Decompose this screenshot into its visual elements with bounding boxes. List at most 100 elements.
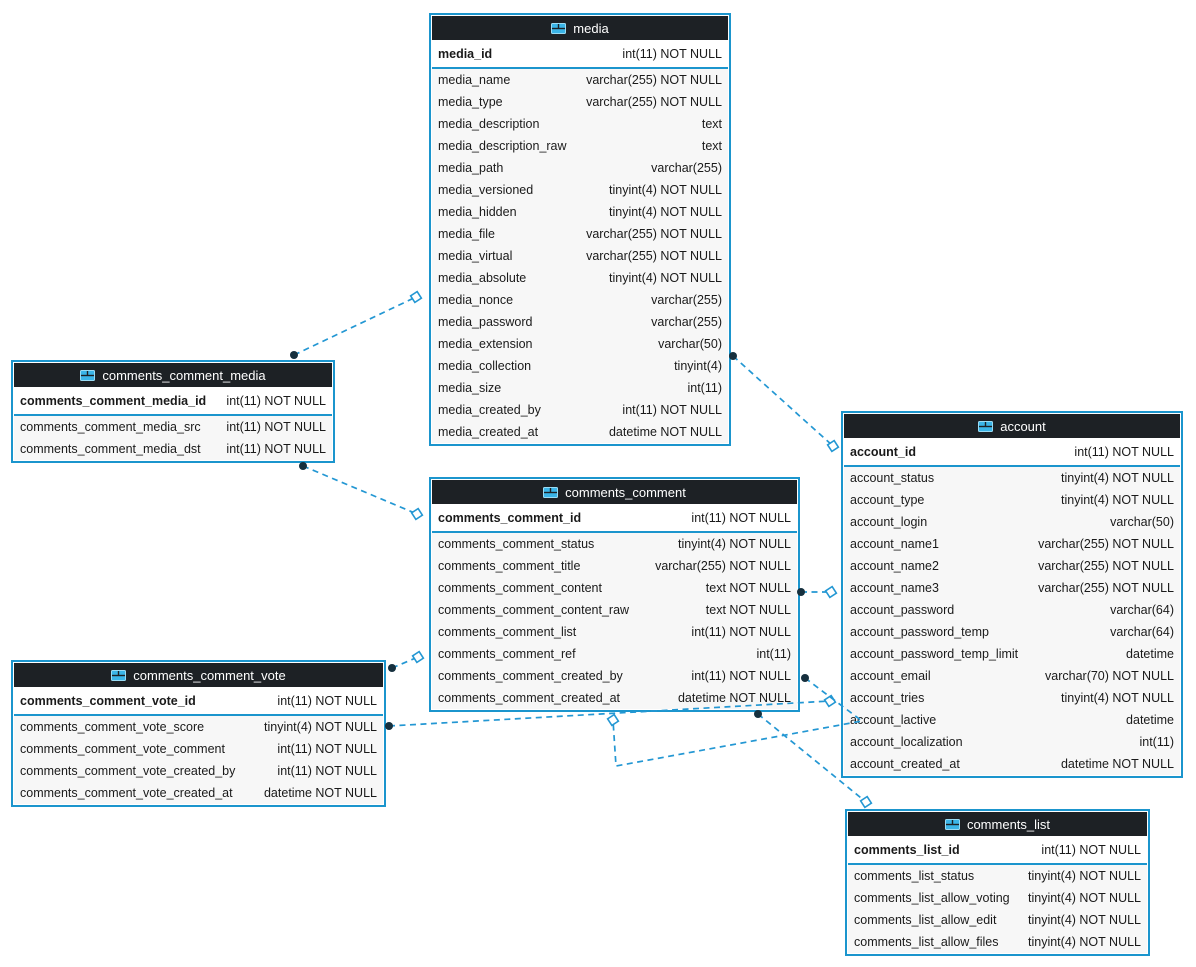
field-row[interactable]: account_password_temp varchar(64) [844,621,1180,643]
table-media[interactable]: media media_id int(11) NOT NULL media_na… [429,13,731,446]
field-row[interactable]: comments_comment_vote_score tinyint(4) N… [14,716,383,738]
field-type: text NOT NULL [705,603,791,617]
field-row[interactable]: account_name3 varchar(255) NOT NULL [844,577,1180,599]
pk-field-type: int(11) NOT NULL [691,511,791,525]
primary-key-row[interactable]: comments_comment_vote_id int(11) NOT NUL… [14,688,383,714]
relationship-comments_comment_media-to-comments_comment[interactable] [299,462,424,521]
referenced-end-diamond [824,585,838,599]
table-comments_list[interactable]: comments_list comments_list_id int(11) N… [845,809,1150,956]
table-fields: comments_list_status tinyint(4) NOT NULL… [848,865,1147,953]
field-row[interactable]: media_created_by int(11) NOT NULL [432,399,728,421]
field-row[interactable]: account_localization int(11) [844,731,1180,753]
field-row[interactable]: account_name2 varchar(255) NOT NULL [844,555,1180,577]
field-type: text NOT NULL [705,581,791,595]
field-row[interactable]: comments_comment_title varchar(255) NOT … [432,555,797,577]
field-row[interactable]: media_type varchar(255) NOT NULL [432,91,728,113]
field-row[interactable]: comments_list_allow_voting tinyint(4) NO… [848,887,1147,909]
primary-key-row[interactable]: comments_comment_id int(11) NOT NULL [432,505,797,531]
field-row[interactable]: comments_comment_content_raw text NOT NU… [432,599,797,621]
field-row[interactable]: comments_list_allow_files tinyint(4) NOT… [848,931,1147,953]
field-row[interactable]: comments_comment_ref int(11) [432,643,797,665]
field-row[interactable]: comments_comment_content text NOT NULL [432,577,797,599]
field-row[interactable]: comments_comment_created_at datetime NOT… [432,687,797,709]
field-row[interactable]: media_extension varchar(50) [432,333,728,355]
field-type: tinyint(4) NOT NULL [609,183,722,197]
field-row[interactable]: media_password varchar(255) [432,311,728,333]
field-type: datetime NOT NULL [1060,757,1174,771]
field-row[interactable]: comments_comment_created_by int(11) NOT … [432,665,797,687]
field-row[interactable]: comments_comment_vote_created_by int(11)… [14,760,383,782]
field-row[interactable]: account_tries tinyint(4) NOT NULL [844,687,1180,709]
field-row[interactable]: comments_comment_vote_comment int(11) NO… [14,738,383,760]
field-name: account_status [850,471,935,485]
field-row[interactable]: comments_comment_media_src int(11) NOT N… [14,416,332,438]
relationship-media-to-account[interactable] [729,352,840,453]
relationship-comments_comment-to-account[interactable] [797,585,838,599]
primary-key-row[interactable]: account_id int(11) NOT NULL [844,439,1180,465]
relationship-comments_comment-to-comments_list[interactable] [754,710,873,809]
field-row[interactable]: media_file varchar(255) NOT NULL [432,223,728,245]
field-row[interactable]: media_path varchar(255) [432,157,728,179]
field-row[interactable]: media_absolute tinyint(4) NOT NULL [432,267,728,289]
field-row[interactable]: media_virtual varchar(255) NOT NULL [432,245,728,267]
table-title: media [573,20,609,36]
field-row[interactable]: media_size int(11) [432,377,728,399]
primary-key-row[interactable]: comments_list_id int(11) NOT NULL [848,837,1147,863]
pk-separator [844,465,1180,467]
field-name: media_password [438,315,533,329]
field-row[interactable]: account_email varchar(70) NOT NULL [844,665,1180,687]
field-row[interactable]: comments_comment_media_dst int(11) NOT N… [14,438,332,460]
primary-key-row[interactable]: comments_comment_media_id int(11) NOT NU… [14,388,332,414]
table-comments_comment[interactable]: comments_comment comments_comment_id int… [429,477,800,712]
field-row[interactable]: media_versioned tinyint(4) NOT NULL [432,179,728,201]
field-row[interactable]: comments_list_allow_edit tinyint(4) NOT … [848,909,1147,931]
pk-field-type: int(11) NOT NULL [226,394,326,408]
table-icon [978,420,994,432]
field-row[interactable]: account_type tinyint(4) NOT NULL [844,489,1180,511]
referenced-end-diamond [410,507,424,521]
field-row[interactable]: media_collection tinyint(4) [432,355,728,377]
field-row[interactable]: media_description text [432,113,728,135]
field-row[interactable]: media_nonce varchar(255) [432,289,728,311]
field-row[interactable]: account_login varchar(50) [844,511,1180,533]
field-row[interactable]: media_name varchar(255) NOT NULL [432,69,728,91]
field-row[interactable]: account_name1 varchar(255) NOT NULL [844,533,1180,555]
field-row[interactable]: account_status tinyint(4) NOT NULL [844,467,1180,489]
field-type: tinyint(4) NOT NULL [1061,493,1174,507]
table-comments_comment_vote[interactable]: comments_comment_vote comments_comment_v… [11,660,386,807]
field-row[interactable]: comments_comment_status tinyint(4) NOT N… [432,533,797,555]
table-header[interactable]: comments_comment_media [14,363,332,387]
table-header[interactable]: account [844,414,1180,438]
field-row[interactable]: media_hidden tinyint(4) NOT NULL [432,201,728,223]
field-type: text [701,117,722,131]
table-comments_comment_media[interactable]: comments_comment_media comments_comment_… [11,360,335,463]
table-account[interactable]: account account_id int(11) NOT NULL acco… [841,411,1183,778]
field-row[interactable]: account_lactive datetime [844,709,1180,731]
field-row[interactable]: account_password varchar(64) [844,599,1180,621]
field-type: tinyint(4) NOT NULL [1061,471,1174,485]
field-name: media_path [438,161,504,175]
field-type: int(11) [687,381,722,395]
table-icon [80,369,96,381]
field-name: media_name [438,73,511,87]
relationship-comments_comment_media-to-media[interactable] [290,290,423,359]
table-header[interactable]: comments_comment [432,480,797,504]
field-type: varchar(70) NOT NULL [1045,669,1174,683]
primary-key-row[interactable]: media_id int(11) NOT NULL [432,41,728,67]
field-row[interactable]: comments_comment_vote_created_at datetim… [14,782,383,804]
table-header[interactable]: comments_comment_vote [14,663,383,687]
field-row[interactable]: media_created_at datetime NOT NULL [432,421,728,443]
field-row[interactable]: account_password_temp_limit datetime [844,643,1180,665]
table-header[interactable]: media [432,16,728,40]
relationship-comments_comment-to-comments_comment[interactable] [606,674,865,768]
referenced-end-diamond [859,795,873,809]
table-title: comments_list [966,816,1051,832]
field-name: media_versioned [438,183,534,197]
field-row[interactable]: account_created_at datetime NOT NULL [844,753,1180,775]
field-row[interactable]: media_description_raw text [432,135,728,157]
field-row[interactable]: comments_list_status tinyint(4) NOT NULL [848,865,1147,887]
table-header[interactable]: comments_list [848,812,1147,836]
fk-end-dot [801,674,809,682]
field-row[interactable]: comments_comment_list int(11) NOT NULL [432,621,797,643]
relationship-comments_comment_vote-to-comments_comment[interactable] [388,650,425,672]
